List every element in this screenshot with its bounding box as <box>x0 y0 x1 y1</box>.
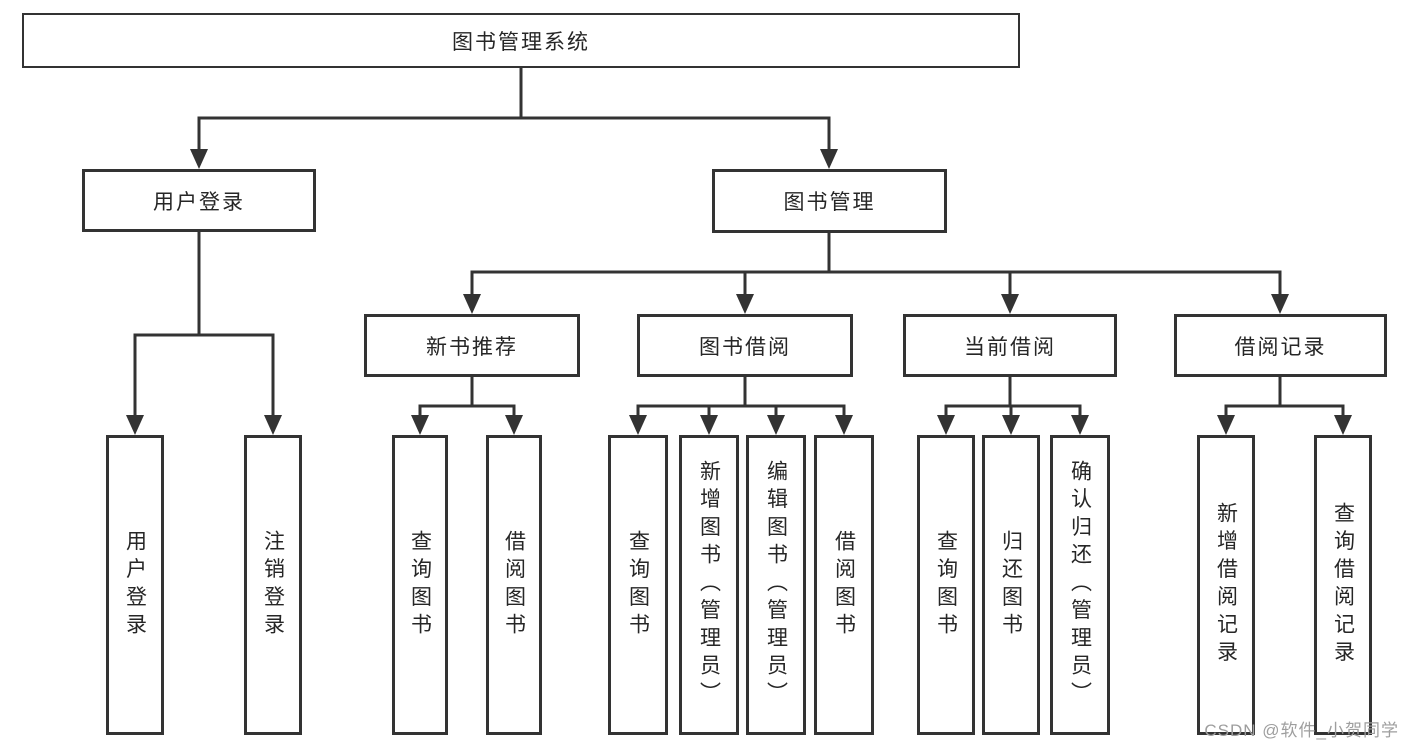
leaf-user-login-label: 用户登录 <box>123 529 147 641</box>
leaf-borrow-books-recommend-label: 借阅图书 <box>502 529 526 641</box>
leaf-add-borrow-record-label: 新增借阅记录 <box>1214 501 1238 669</box>
node-user-login-label: 用户登录 <box>153 190 245 214</box>
node-new-book-recommend-label: 新书推荐 <box>426 335 518 359</box>
leaf-query-books-recommend: 查询图书 <box>392 435 448 735</box>
node-root-system: 图书管理系统 <box>22 13 1020 68</box>
node-current-borrow: 当前借阅 <box>903 314 1117 377</box>
csdn-watermark: CSDN @软件_小贺同学 <box>1204 721 1399 740</box>
node-root-label: 图书管理系统 <box>452 30 590 54</box>
node-new-book-recommend: 新书推荐 <box>364 314 580 377</box>
node-borrow-records-label: 借阅记录 <box>1234 335 1327 359</box>
leaf-logout-label: 注销登录 <box>261 529 285 641</box>
node-book-borrow-label: 图书借阅 <box>699 335 791 359</box>
node-book-management: 图书管理 <box>712 169 947 233</box>
node-borrow-records: 借阅记录 <box>1174 314 1387 377</box>
leaf-query-books-borrow: 查询图书 <box>608 435 668 735</box>
leaf-borrow-books-recommend: 借阅图书 <box>486 435 542 735</box>
leaf-borrow-books-label: 借阅图书 <box>832 529 856 641</box>
leaf-return-books: 归还图书 <box>982 435 1040 735</box>
node-book-management-label: 图书管理 <box>783 191 876 214</box>
leaf-return-books-label: 归还图书 <box>999 529 1023 641</box>
leaf-query-borrow-record: 查询借阅记录 <box>1314 435 1372 735</box>
leaf-edit-books-admin-label: 编辑图书（管理员） <box>764 460 788 710</box>
arrowheads <box>126 149 1352 435</box>
leaf-borrow-books: 借阅图书 <box>814 435 874 735</box>
leaf-logout: 注销登录 <box>244 435 302 735</box>
leaf-query-borrow-record-label: 查询借阅记录 <box>1331 501 1355 669</box>
leaf-edit-books-admin: 编辑图书（管理员） <box>746 435 806 735</box>
node-user-login: 用户登录 <box>82 169 316 232</box>
leaf-query-books-current-label: 查询图书 <box>934 529 958 641</box>
leaf-query-books-current: 查询图书 <box>917 435 975 735</box>
leaf-user-login: 用户登录 <box>106 435 164 735</box>
leaf-add-books-admin-label: 新增图书（管理员） <box>697 460 721 710</box>
leaf-query-books-recommend-label: 查询图书 <box>408 529 432 641</box>
leaf-confirm-return-admin: 确认归还（管理员） <box>1050 435 1110 735</box>
leaf-add-borrow-record: 新增借阅记录 <box>1197 435 1255 735</box>
leaf-add-books-admin: 新增图书（管理员） <box>679 435 739 735</box>
leaf-confirm-return-admin-label: 确认归还（管理员） <box>1068 460 1092 710</box>
node-book-borrow: 图书借阅 <box>637 314 853 377</box>
leaf-query-books-borrow-label: 查询图书 <box>626 529 650 641</box>
node-current-borrow-label: 当前借阅 <box>964 335 1056 359</box>
